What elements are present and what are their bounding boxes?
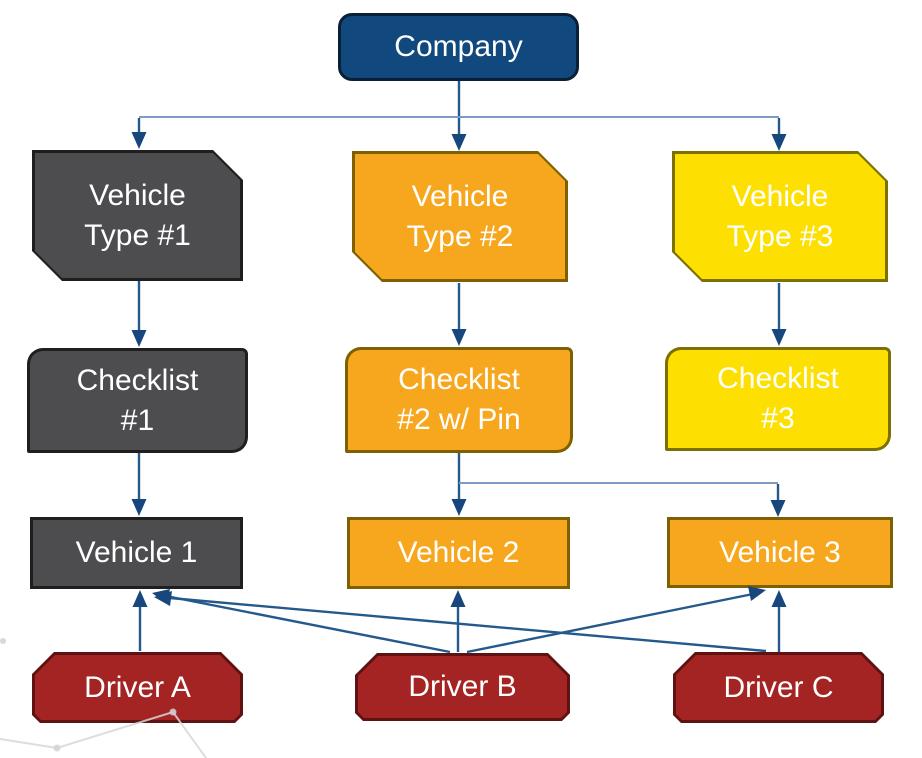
node-label: Vehicle 2 <box>397 536 520 570</box>
node-vehicle-type-2: Vehicle Type #2 <box>352 151 568 282</box>
node-label: Checklist #2 w/ Pin <box>397 363 521 436</box>
node-label: Driver B <box>408 670 517 704</box>
node-vehicle-3: Vehicle 3 <box>667 517 893 588</box>
node-label: Checklist #1 <box>76 363 199 437</box>
edge-driver-b-vehicle-3 <box>466 592 754 654</box>
node-label: Checklist #3 <box>717 362 839 435</box>
node-driver-b: Driver B <box>355 653 570 721</box>
node-company: Company <box>338 13 579 81</box>
node-vehicle-1: Vehicle 1 <box>30 517 243 589</box>
node-vehicle-2: Vehicle 2 <box>347 517 570 589</box>
node-label: Company <box>394 30 523 64</box>
edge-driver-c-vehicle-1 <box>169 596 767 653</box>
node-vehicle-type-1: Vehicle Type #1 <box>32 150 243 281</box>
node-label: Vehicle 3 <box>719 535 841 569</box>
node-vehicle-type-3: Vehicle Type #3 <box>672 151 888 282</box>
node-label: Vehicle Type #3 <box>726 179 834 253</box>
node-driver-a: Driver A <box>32 652 243 723</box>
node-driver-c: Driver C <box>673 652 884 723</box>
node-label: Driver C <box>723 670 834 704</box>
node-checklist-2: Checklist #2 w/ Pin <box>345 347 573 453</box>
node-label: Driver A <box>84 670 191 704</box>
node-label: Vehicle Type #1 <box>84 178 191 252</box>
node-label: Vehicle 1 <box>75 536 198 570</box>
node-label: Vehicle Type #2 <box>406 179 514 253</box>
node-checklist-3: Checklist #3 <box>665 347 891 451</box>
node-checklist-1: Checklist #1 <box>27 348 248 453</box>
edge-driver-b-vehicle-1 <box>165 594 451 654</box>
